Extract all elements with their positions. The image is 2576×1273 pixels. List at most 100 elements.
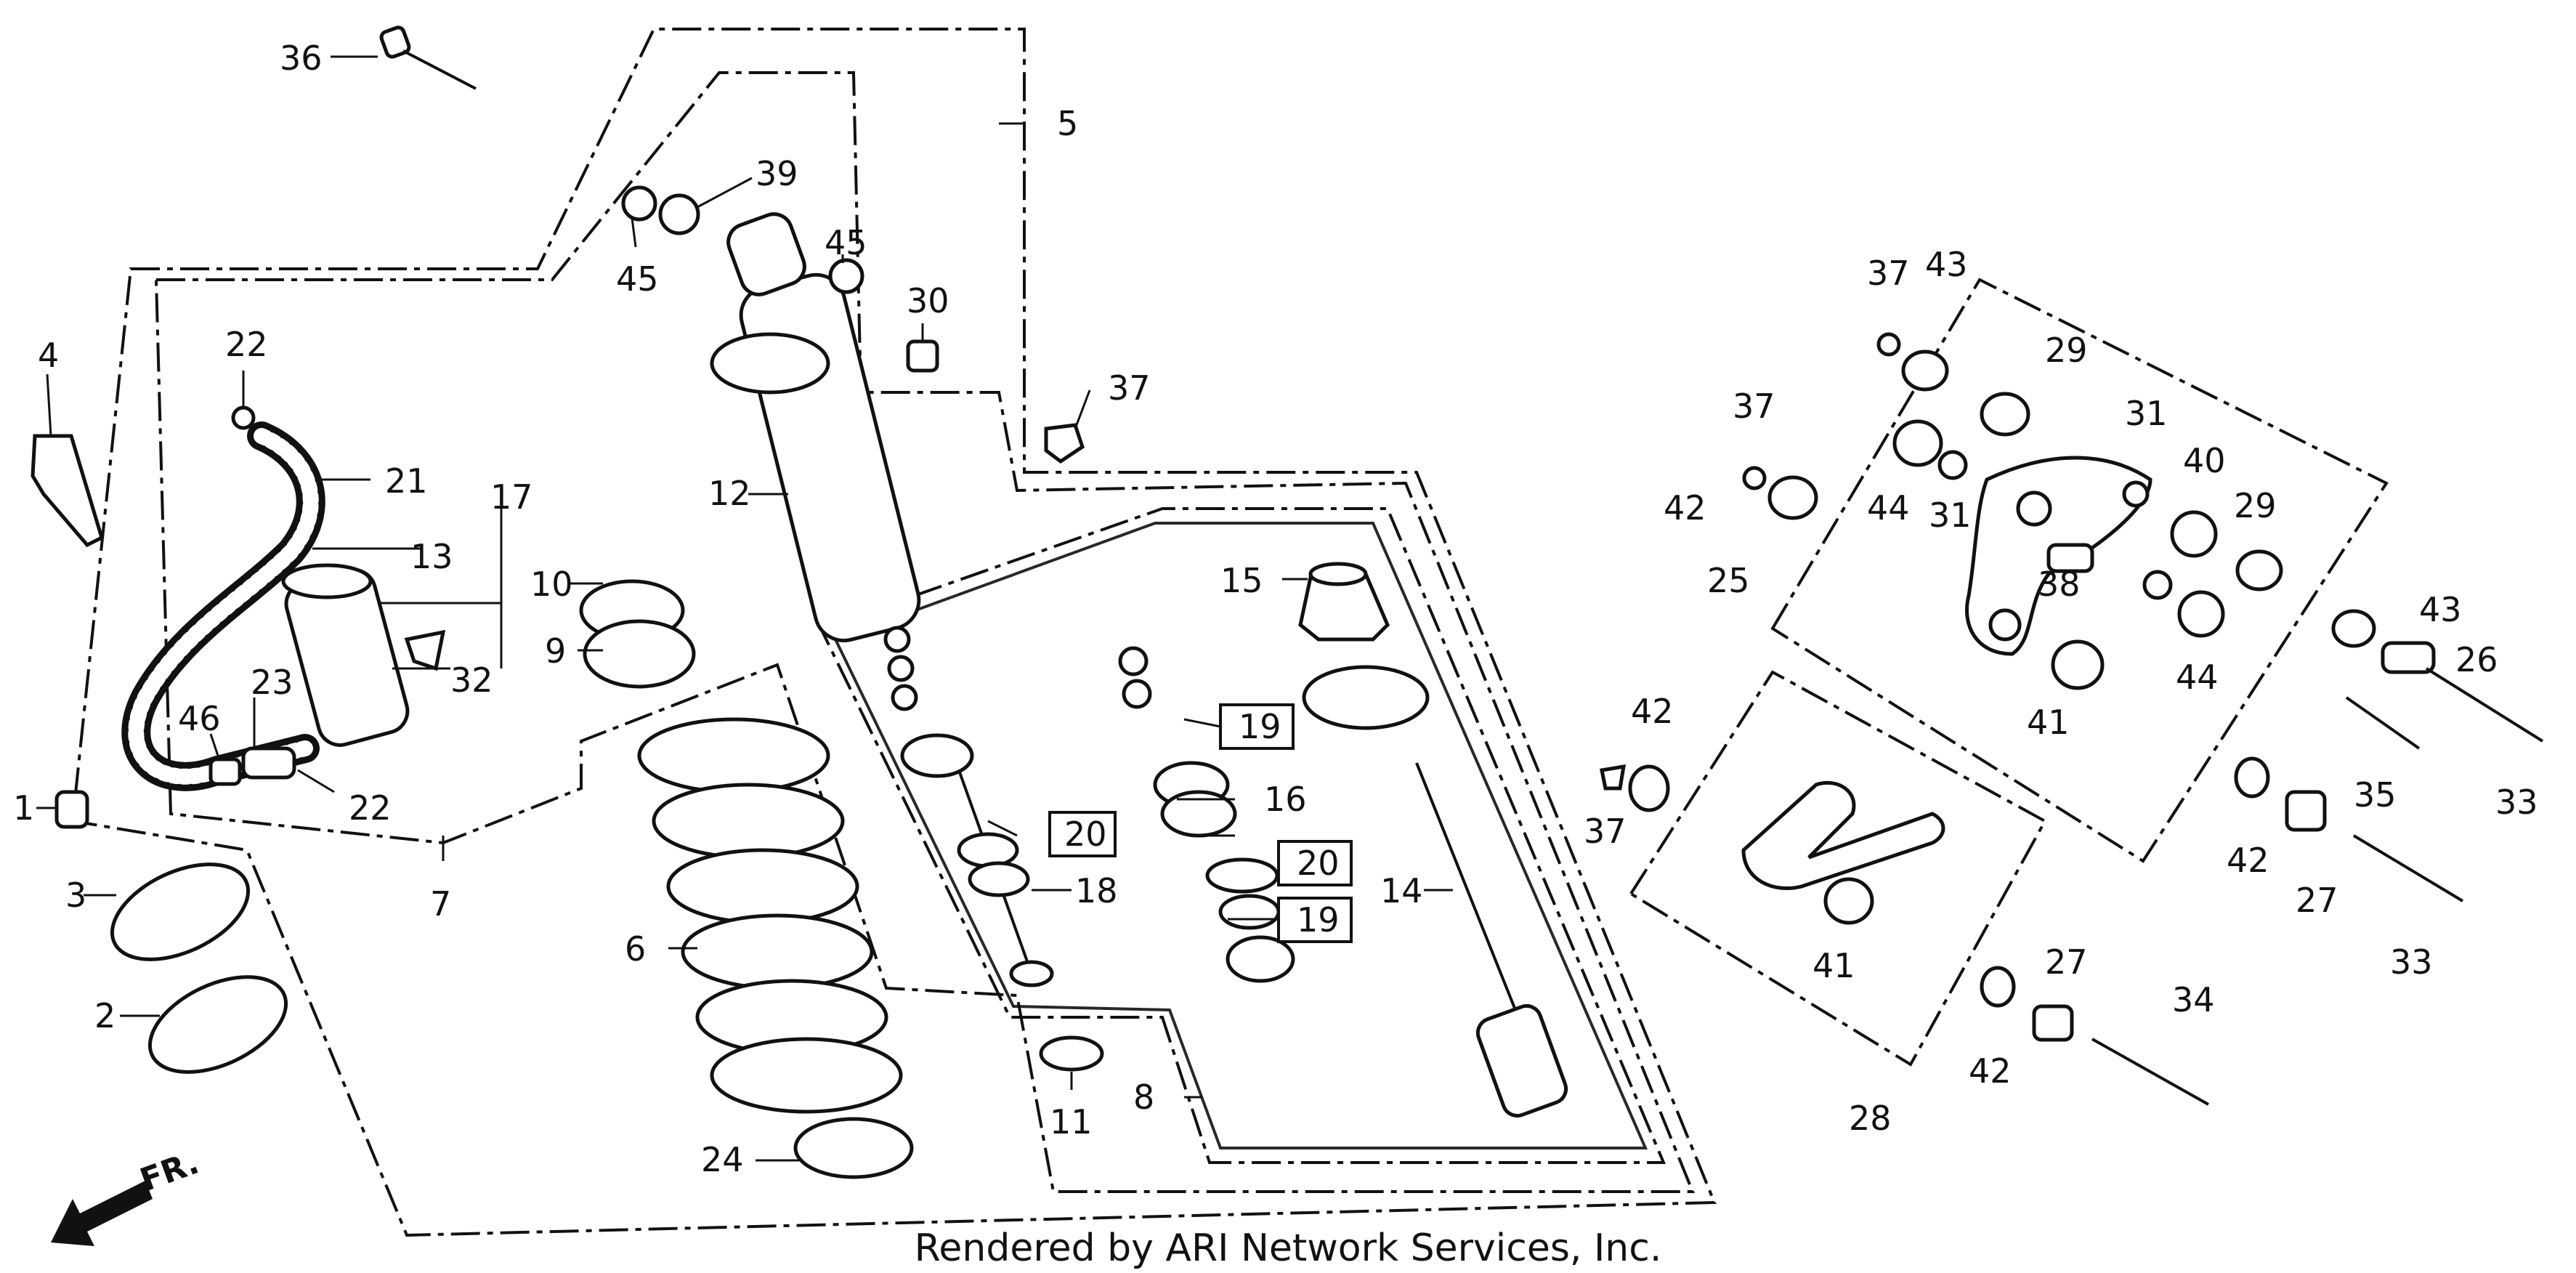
bump-stop-15-shape xyxy=(1298,562,1390,642)
callout-27b: 27 xyxy=(2045,942,2088,982)
callout-17: 17 xyxy=(490,477,533,517)
callout-24: 24 xyxy=(701,1140,744,1179)
nut-37-top-shape xyxy=(1044,423,1085,464)
link-25-hole-b xyxy=(2122,480,2150,508)
callout-41b: 41 xyxy=(1812,946,1855,985)
callout-37b: 37 xyxy=(1867,254,1910,293)
bushing-45-left-shape xyxy=(621,185,657,222)
callout-29a: 29 xyxy=(2045,331,2088,370)
bearing-44-left-shape xyxy=(1892,419,1943,467)
cap-15b-shape xyxy=(1302,665,1430,730)
callout-43b: 43 xyxy=(2419,590,2462,629)
callout-38: 38 xyxy=(2038,565,2081,604)
clamp-3-shape xyxy=(110,862,251,961)
washer-42-low-shape xyxy=(1980,966,2016,1008)
link-25-hole-a xyxy=(2016,490,2052,527)
callout-42d: 42 xyxy=(1969,1051,2012,1091)
callout-6: 6 xyxy=(625,929,646,969)
damper-rod-14-shape xyxy=(1415,762,1568,1118)
callout-44b: 44 xyxy=(2176,658,2219,697)
bushing-45-right-shape xyxy=(828,258,864,294)
clip-1-shape xyxy=(54,790,89,829)
nut-37-b-shape xyxy=(1742,466,1767,490)
adjuster-9-shape xyxy=(583,619,696,689)
callout-5: 5 xyxy=(1057,104,1078,143)
seal-42-shape xyxy=(1767,475,1818,520)
callout-30: 30 xyxy=(907,281,949,320)
callout-37c: 37 xyxy=(1733,387,1775,426)
washer-42-right-shape xyxy=(2234,756,2270,799)
callout-box-19b xyxy=(1277,897,1353,943)
callout-31a: 31 xyxy=(2125,394,2168,433)
callout-33a: 33 xyxy=(2495,783,2538,822)
outline-group-7 xyxy=(70,28,1717,1237)
callout-42b: 42 xyxy=(1631,692,1674,731)
callout-35: 35 xyxy=(2354,775,2397,815)
reservoir-17-shape xyxy=(281,563,410,747)
callout-22b: 22 xyxy=(349,788,392,828)
collar-40-shape xyxy=(2170,510,2218,558)
outline-group-28 xyxy=(1629,670,2047,1067)
oring-22-shape xyxy=(231,405,256,430)
front-direction-arrow-icon xyxy=(51,1181,153,1246)
callout-20b: 20 xyxy=(1297,844,1340,883)
collar-27-right-shape xyxy=(2285,790,2327,832)
callout-39: 39 xyxy=(756,154,798,193)
washer-19-shape xyxy=(1218,894,1281,930)
callout-32: 32 xyxy=(450,660,493,700)
callout-41a: 41 xyxy=(2027,703,2070,742)
callout-11: 11 xyxy=(1050,1102,1093,1141)
piston-stack-18-shape xyxy=(883,626,1054,987)
collar-30-shape xyxy=(906,339,939,373)
callout-37d: 37 xyxy=(1584,812,1627,851)
footer-credit: Rendered by ARI Network Services, Inc. xyxy=(915,1226,1662,1270)
callout-numbers: 1 2 3 4 5 6 7 8 9 10 11 12 13 14 15 16 1… xyxy=(13,39,2538,1179)
nut-37-a-shape xyxy=(1876,332,1901,357)
bushing-29-top-shape xyxy=(1980,392,2030,437)
callout-box-20b xyxy=(1277,840,1353,886)
callout-36: 36 xyxy=(280,39,323,78)
callout-45b: 45 xyxy=(825,223,867,262)
shock-body-12-shape xyxy=(710,212,921,643)
callout-16: 16 xyxy=(1264,780,1307,819)
leader-lines xyxy=(36,55,1453,1162)
clip-32-shape xyxy=(404,629,446,671)
callout-42c: 42 xyxy=(2227,841,2269,880)
collar-26-shape xyxy=(2381,641,2436,674)
bracket-4-shape xyxy=(31,434,104,548)
callout-box-19a xyxy=(1219,703,1295,750)
bolt-38-shape xyxy=(2046,543,2094,573)
callout-1: 1 xyxy=(13,788,34,828)
callout-33b: 33 xyxy=(2390,942,2433,982)
callout-26: 26 xyxy=(2455,640,2498,679)
callout-46: 46 xyxy=(178,699,221,738)
callout-10: 10 xyxy=(530,565,573,604)
callout-4: 4 xyxy=(38,336,59,375)
callout-28: 28 xyxy=(1849,1099,1892,1138)
collar-41-bottom-shape xyxy=(1823,877,1874,925)
callout-2: 2 xyxy=(94,996,116,1035)
callout-box-20a xyxy=(1048,811,1117,857)
outline-group-8-inner xyxy=(833,522,1648,1149)
callout-44a: 44 xyxy=(1867,488,1910,528)
clip-11-shape xyxy=(1039,1035,1104,1072)
outline-group-25 xyxy=(1770,278,2389,863)
callout-34: 34 xyxy=(2172,980,2215,1019)
fitting-23-shape xyxy=(241,746,296,780)
seal-43-top-shape xyxy=(1901,349,1949,392)
bolt-33-top-shape xyxy=(2425,667,2544,743)
callout-22a: 22 xyxy=(225,325,268,364)
callout-42a: 42 xyxy=(1664,488,1706,528)
collar-41-top-shape xyxy=(2051,639,2105,690)
washer-43-right-shape xyxy=(2331,609,2376,648)
bolt-35-shape xyxy=(2345,696,2421,750)
washer-20-shape xyxy=(1205,857,1279,894)
callout-3: 3 xyxy=(65,876,86,915)
callout-21: 21 xyxy=(385,461,428,501)
hose-21-core xyxy=(128,428,319,785)
spring-6-shape xyxy=(637,717,903,1114)
bearing-44-right-shape xyxy=(2177,590,2225,638)
oring-31-right-shape xyxy=(2142,570,2173,600)
